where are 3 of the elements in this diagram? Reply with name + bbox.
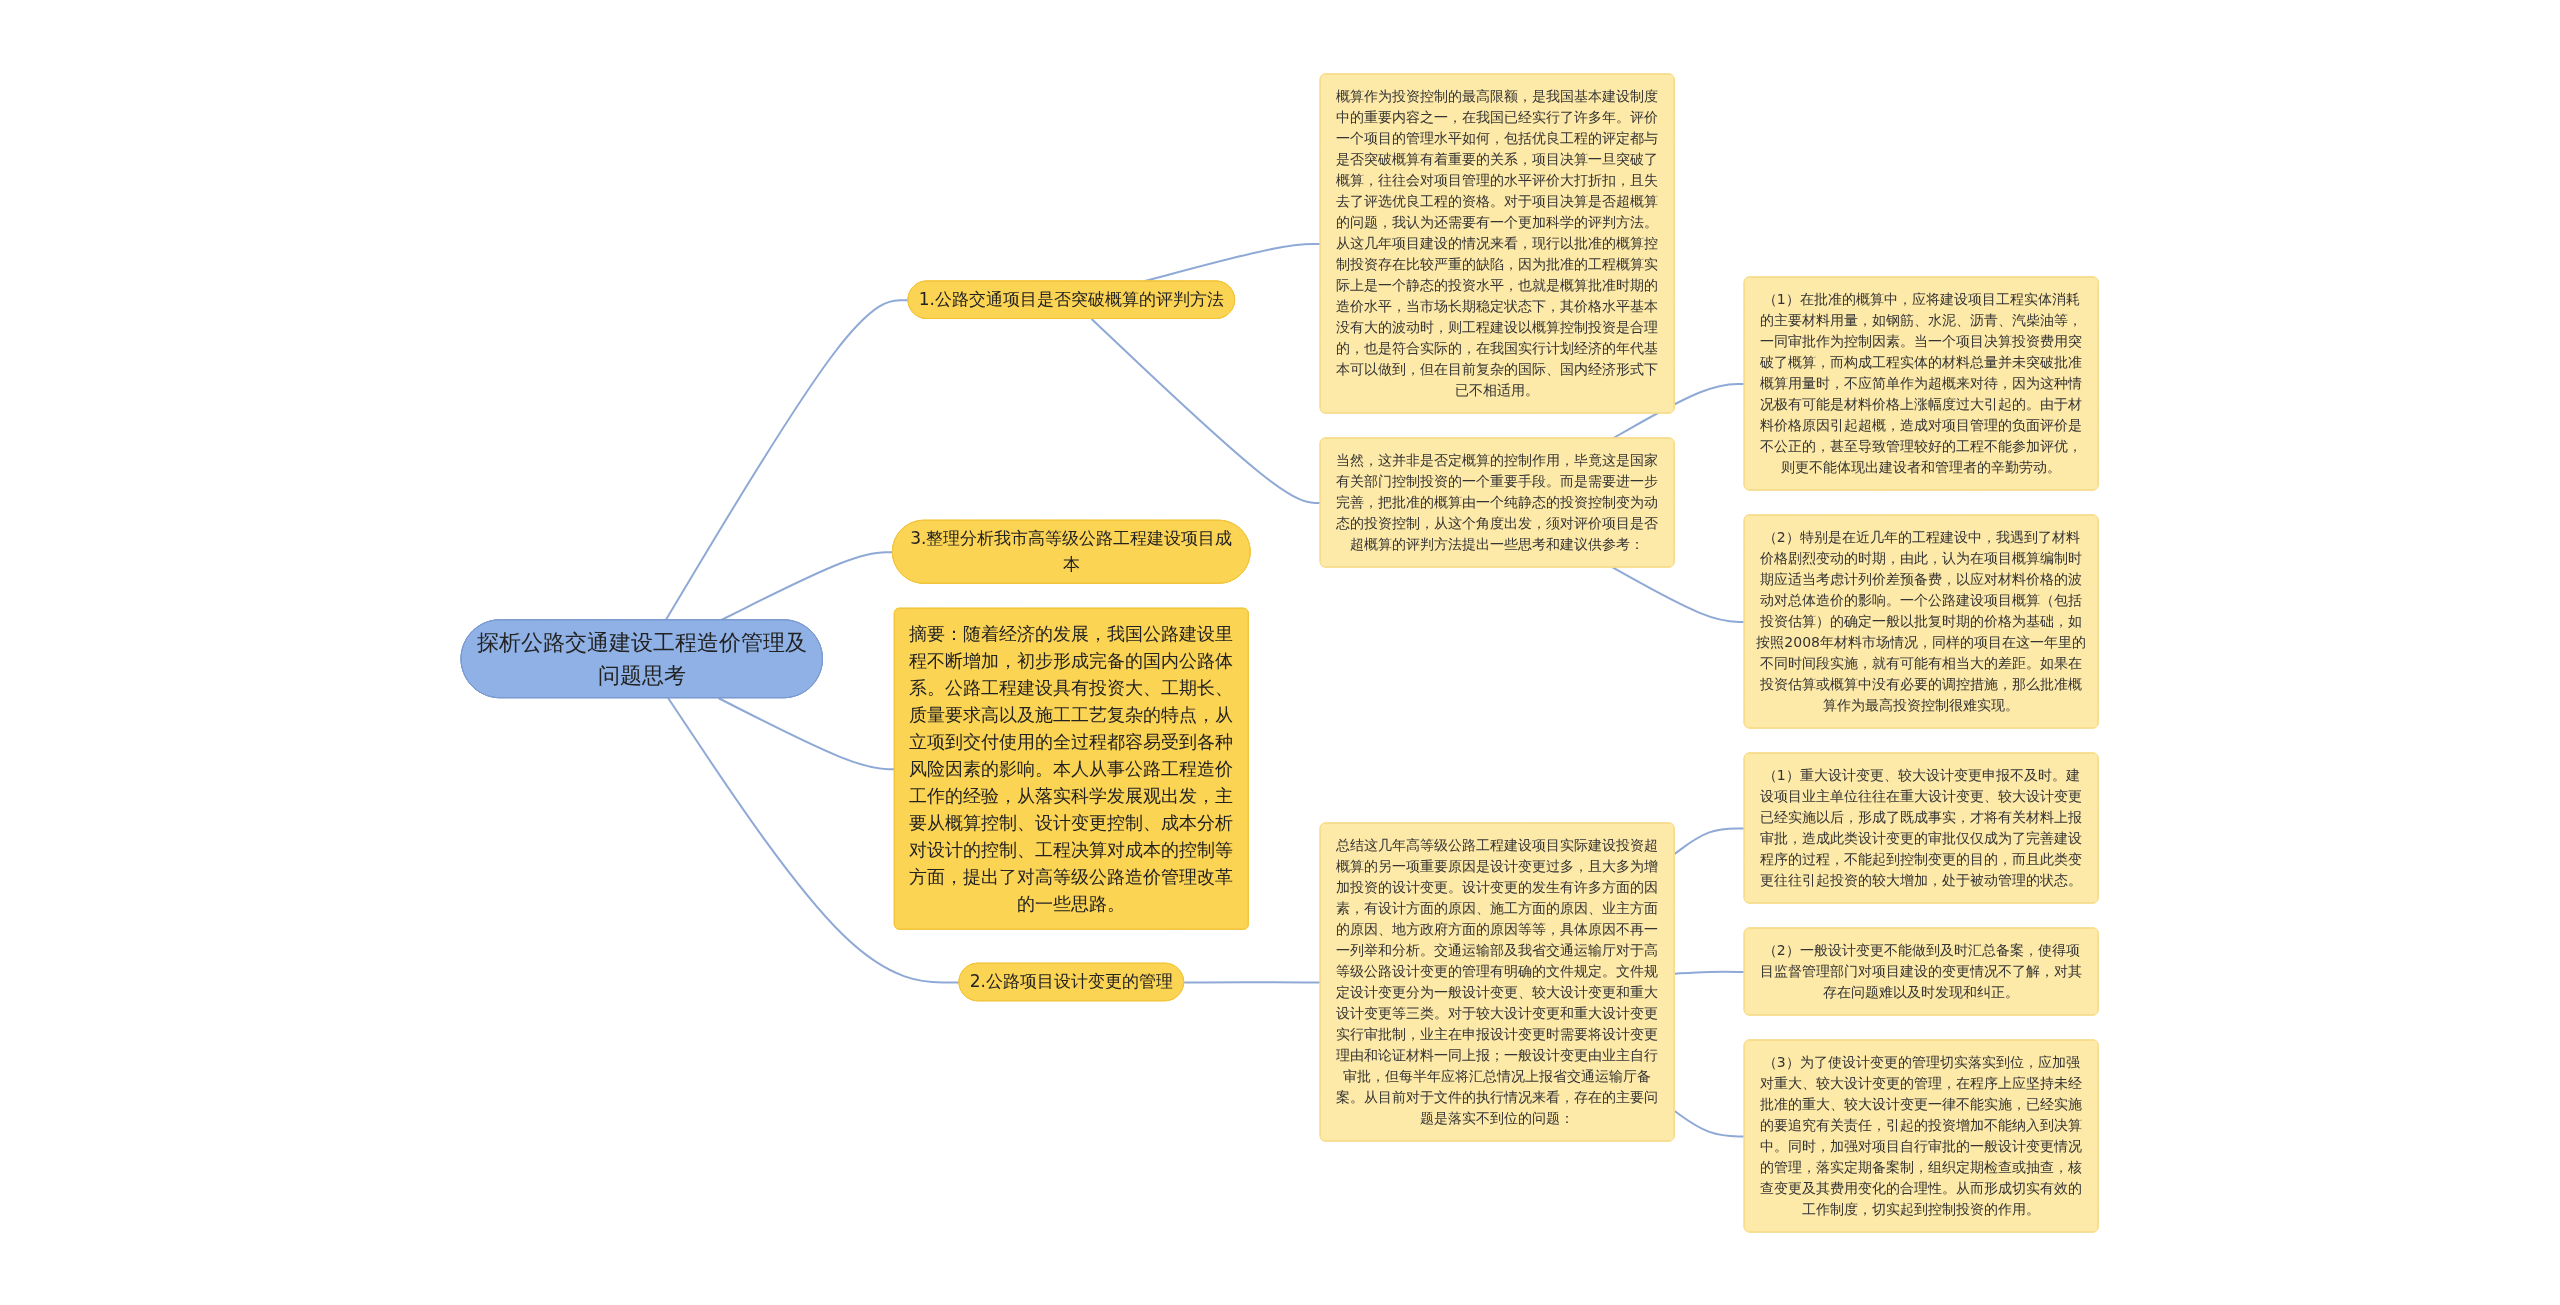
connector: [665, 298, 910, 621]
connector: [720, 550, 895, 621]
connector: [667, 696, 961, 983]
